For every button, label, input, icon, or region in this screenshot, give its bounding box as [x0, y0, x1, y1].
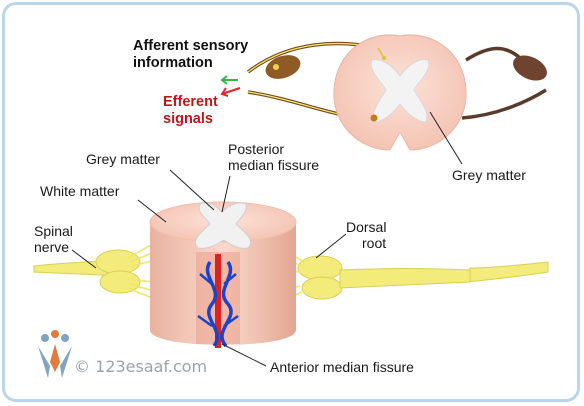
afferent-label-2: information: [133, 55, 213, 71]
posterior-label-2: median fissure: [228, 157, 319, 173]
blood-vessels: [197, 254, 239, 348]
watermark-text: © 123esaaf.com: [74, 357, 207, 376]
efferent-label-1: Efferent: [163, 94, 218, 110]
afferent-label-1: Afferent sensory: [133, 38, 248, 54]
top-cross-section: [246, 34, 547, 151]
dorsal-root-ganglion-right: [513, 55, 547, 81]
dorsal-root-ganglion-left: [265, 55, 301, 79]
posterior-label-1: Posterior: [228, 141, 284, 157]
bottom-3d-cord: [33, 201, 549, 348]
spinal-nerve-label-2: nerve: [34, 239, 69, 255]
anterior-fissure-label: Anterior median fissure: [270, 359, 414, 375]
grey-matter-bottom: [194, 202, 252, 249]
grey-matter-top: [370, 59, 430, 123]
grey-matter-label-bottom: Grey matter: [86, 151, 160, 167]
efferent-arrow: [221, 87, 241, 95]
grey-matter-label-top: Grey matter: [452, 167, 526, 183]
white-matter-label: White matter: [40, 183, 120, 199]
efferent-label-2: signals: [163, 111, 213, 127]
spinal-nerve-label-1: Spinal: [34, 223, 73, 239]
dorsal-root-label-2: root: [362, 235, 386, 251]
dorsal-root-label-1: Dorsal: [346, 219, 386, 235]
watermark-logo: [38, 330, 72, 378]
